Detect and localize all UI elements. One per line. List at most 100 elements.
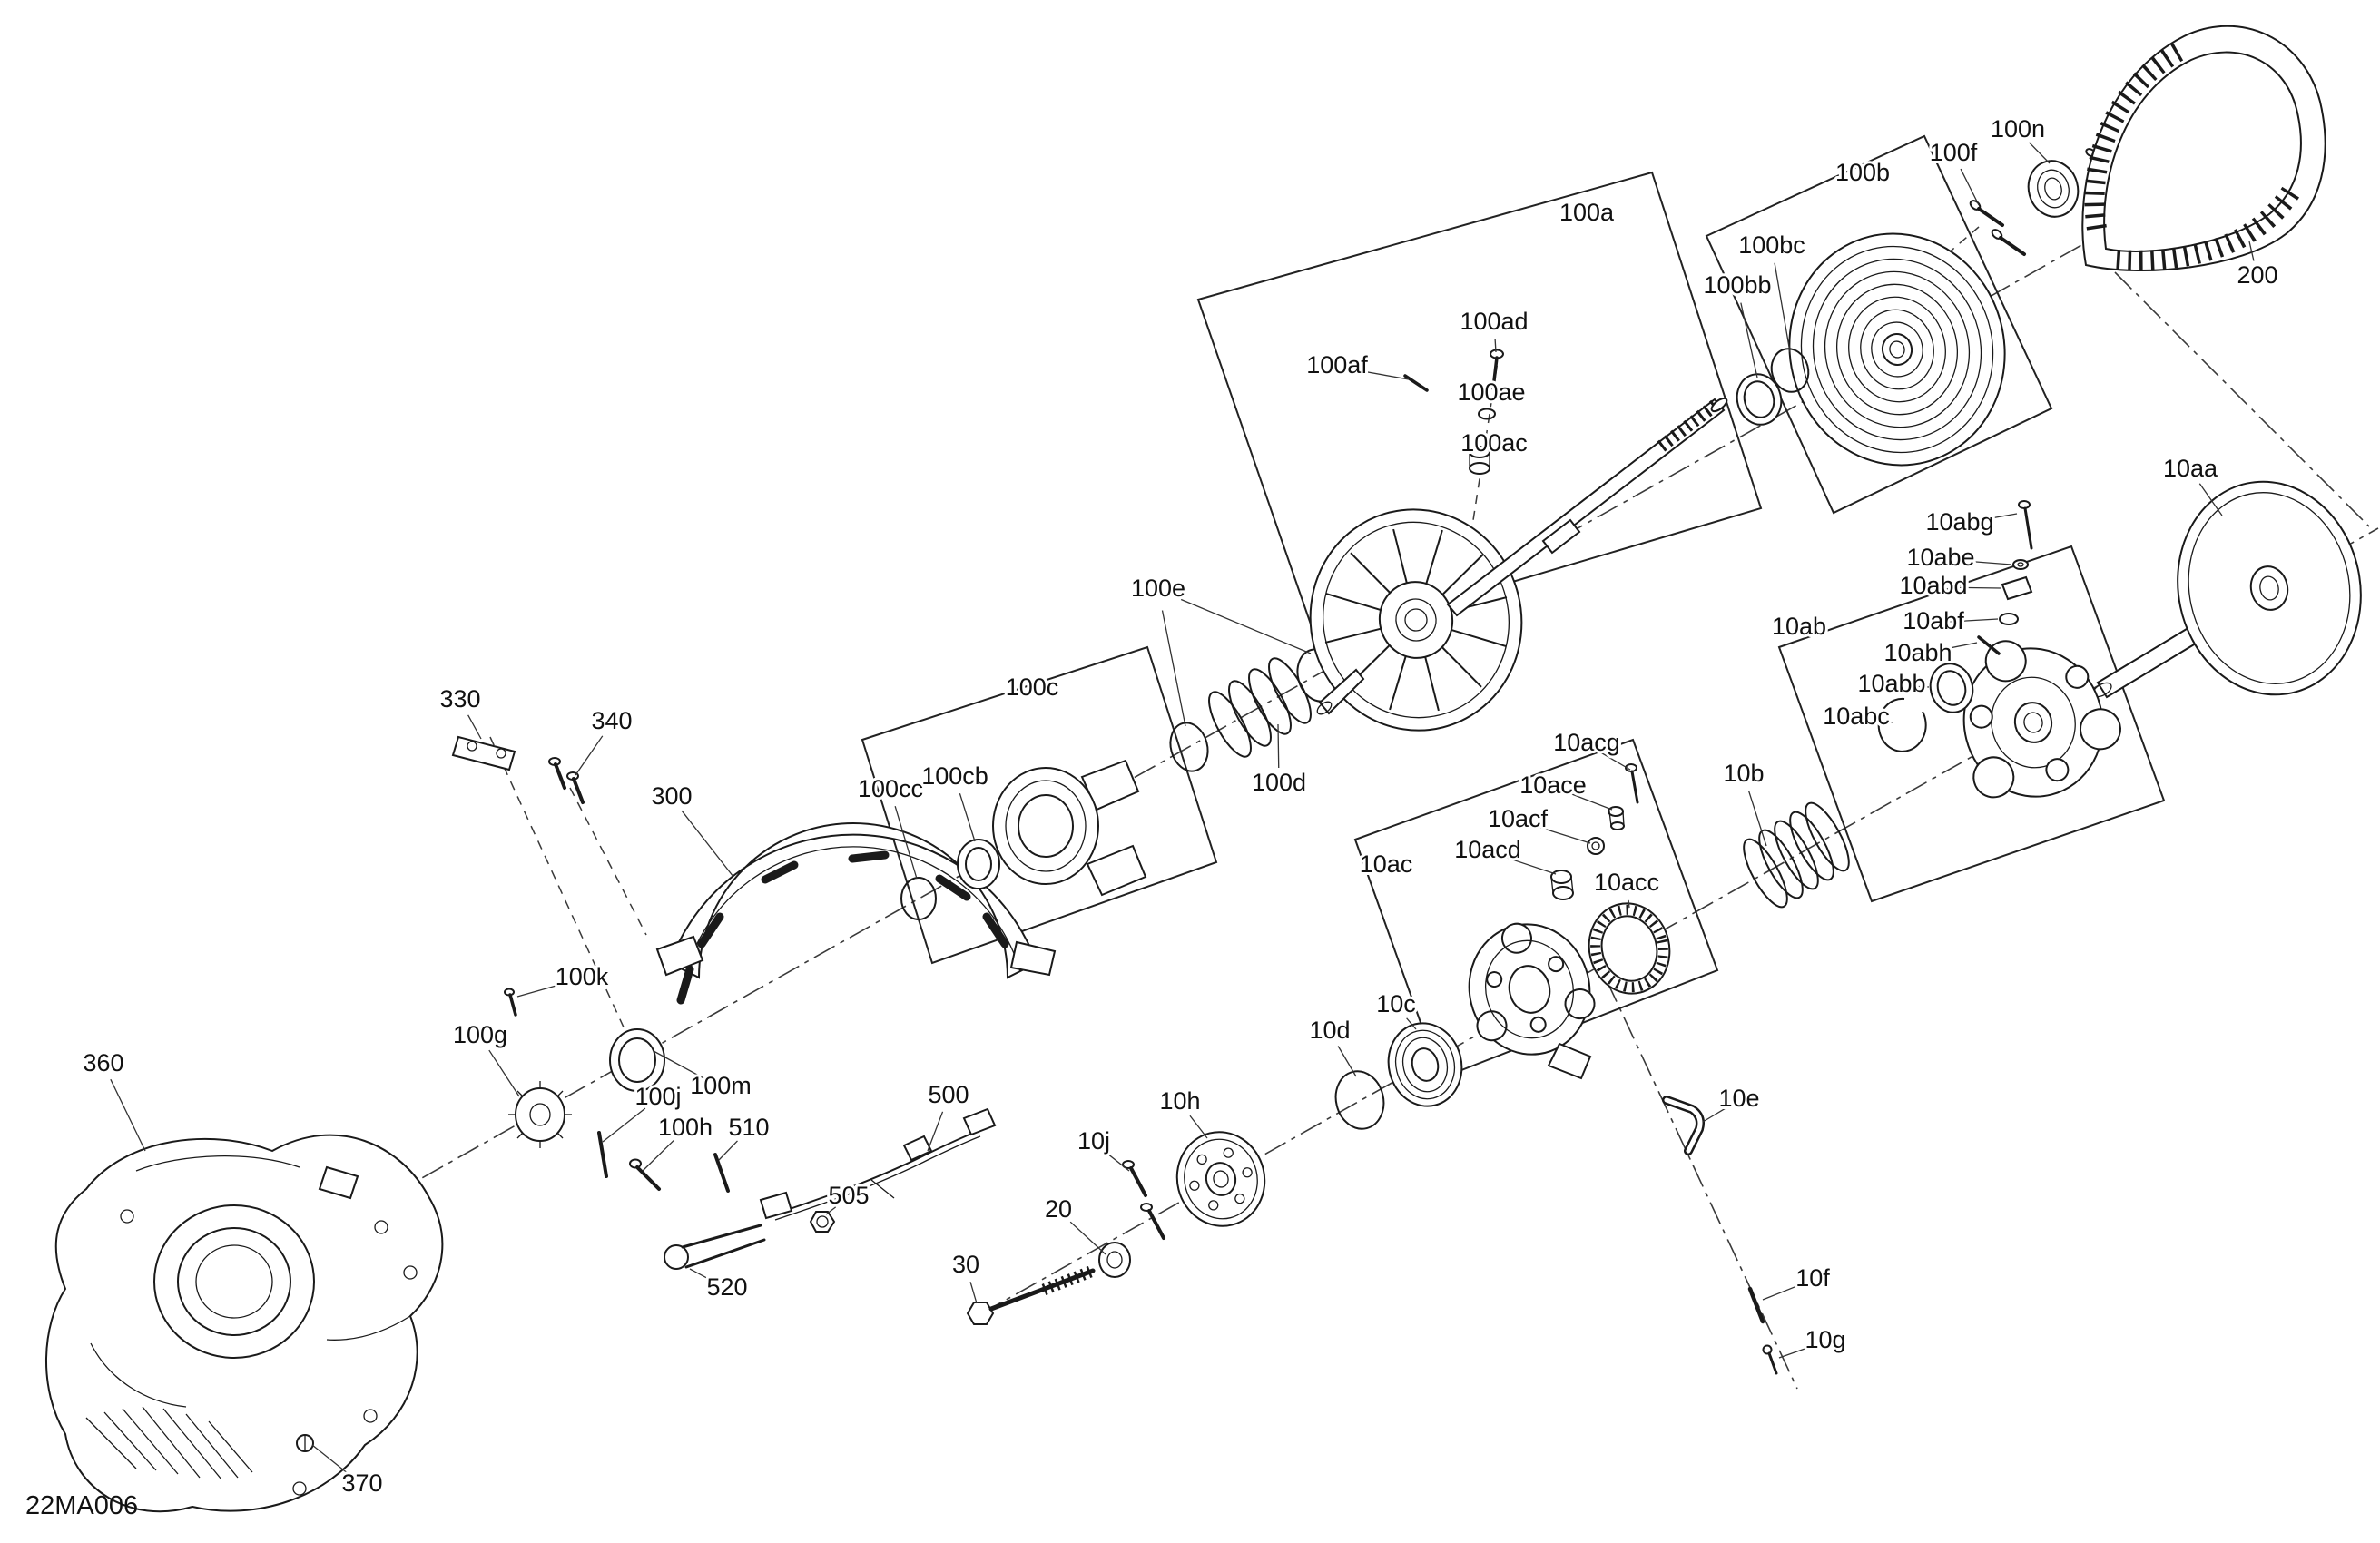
- leader-line-330: [467, 714, 482, 740]
- plug-10acd: [1550, 870, 1574, 900]
- leader-line-100k: [516, 982, 566, 998]
- callout-100ac: 100ac: [1460, 429, 1528, 457]
- callout-505: 505: [828, 1182, 869, 1209]
- sleeve-10ace: [1608, 806, 1625, 830]
- callout-10g: 10g: [1805, 1326, 1845, 1353]
- screws-340: [548, 757, 585, 804]
- drive-pulley-100a: [1309, 397, 1728, 732]
- leader-line-10acf: [1532, 824, 1591, 844]
- bolt-10acg: [1625, 763, 1639, 804]
- callout-20: 20: [1045, 1195, 1072, 1223]
- callout-360: 360: [83, 1049, 123, 1076]
- callout-10acd: 10acd: [1454, 836, 1521, 863]
- callout-100m: 100m: [690, 1072, 752, 1099]
- diagram-code: 22MA006: [25, 1491, 138, 1520]
- leader-line-10abe: [1956, 559, 2012, 565]
- sheave-10aa: [2092, 480, 2362, 699]
- washer-20: [1098, 1242, 1131, 1278]
- leader-line-10b: [1747, 790, 1767, 847]
- group-box-10ab: [1777, 545, 2166, 903]
- callout-10h: 10h: [1159, 1087, 1200, 1115]
- callout-10d: 10d: [1309, 1017, 1350, 1044]
- pin-10f: [1747, 1286, 1765, 1324]
- clip-10e: [1662, 1096, 1705, 1155]
- callout-510: 510: [728, 1114, 769, 1141]
- leader-line-510: [718, 1140, 738, 1161]
- leader-line-10acd: [1502, 856, 1557, 875]
- callout-10abe: 10abe: [1906, 544, 1974, 571]
- callout-340: 340: [591, 707, 632, 734]
- pin-100j: [597, 1131, 608, 1178]
- leader-line-100bc: [1774, 262, 1791, 353]
- block-10abd: [2001, 575, 2033, 601]
- group-box-10ac: [1353, 738, 1719, 1080]
- bolt-30: [966, 1264, 1096, 1325]
- callout-100n: 100n: [1991, 115, 2045, 143]
- callout-100bc: 100bc: [1738, 231, 1805, 259]
- callout-10abg: 10abg: [1925, 508, 1993, 536]
- callout-100cc: 100cc: [858, 775, 923, 802]
- callout-100c: 100c: [1006, 673, 1059, 701]
- ring-100bb: [1736, 373, 1783, 426]
- callout-100b: 100b: [1835, 159, 1890, 186]
- callout-100f: 100f: [1930, 139, 1978, 166]
- snap-ring-100cc: [900, 877, 937, 920]
- screw-100k: [504, 988, 517, 1017]
- bracket-330: [451, 735, 516, 772]
- callout-300: 300: [651, 782, 692, 810]
- callout-10b: 10b: [1723, 760, 1764, 787]
- leader-line-100g: [488, 1049, 520, 1097]
- callout-330: 330: [439, 685, 480, 713]
- leader-line-100n: [2029, 142, 2051, 164]
- snap-ring-10abc: [1877, 697, 1927, 752]
- leader-line-10aa: [2198, 483, 2223, 516]
- callout-10acf: 10acf: [1488, 805, 1549, 832]
- spring-10b: [1743, 801, 1850, 909]
- bolts-10j: [1122, 1160, 1165, 1240]
- group-box-100b: [1705, 134, 2053, 515]
- callout-10acc: 10acc: [1594, 869, 1659, 896]
- harness-500: [759, 1107, 997, 1221]
- callout-100af: 100af: [1306, 351, 1368, 378]
- leader-line-500: [927, 1111, 944, 1152]
- callout-100a: 100a: [1559, 199, 1615, 226]
- housing-hatching: [85, 1406, 253, 1480]
- leader-lines: [110, 142, 2255, 1476]
- bushing-10abb: [1929, 663, 1974, 713]
- leader-line-10abh: [1933, 642, 1978, 653]
- leader-line-100j: [602, 1107, 646, 1143]
- coupler-100c-part: [992, 759, 1147, 897]
- cap-10acf: [1587, 837, 1605, 855]
- callout-100e: 100e: [1131, 575, 1185, 602]
- leader-line-100f: [1960, 168, 1980, 206]
- plug-370: [296, 1434, 314, 1452]
- callout-500: 500: [928, 1081, 969, 1108]
- callout-100ae: 100ae: [1457, 378, 1525, 406]
- leader-line-100af: [1352, 369, 1410, 380]
- leader-line-10f: [1762, 1285, 1798, 1301]
- callout-10j: 10j: [1077, 1127, 1110, 1155]
- callout-10ab: 10ab: [1772, 613, 1826, 640]
- leader-line-300: [681, 810, 734, 878]
- main-shaft: [1446, 398, 1726, 617]
- leader-line-340: [575, 735, 604, 776]
- pin-510: [713, 1153, 730, 1193]
- guard-slots: [676, 850, 1009, 1005]
- callout-200: 200: [2237, 261, 2277, 289]
- governor-cup-10ac: [1468, 922, 1596, 1080]
- bolt-10abg: [2018, 500, 2033, 550]
- belt-200: [2081, 25, 2326, 271]
- spring-washers-100d: [1208, 657, 1312, 758]
- washer-100m: [609, 1028, 665, 1092]
- callout-30: 30: [952, 1251, 979, 1278]
- cotter-pin-520: [664, 1224, 766, 1270]
- callout-10e: 10e: [1718, 1085, 1759, 1112]
- bolt-100ad: [1490, 349, 1504, 390]
- washer-100ae: [1478, 408, 1496, 420]
- leader-line-100d: [1277, 723, 1280, 769]
- leader-line-10abb: [1907, 685, 1930, 688]
- callout-100d: 100d: [1252, 769, 1306, 796]
- callout-100bb: 100bb: [1703, 271, 1771, 299]
- leader-line-100ac: [1482, 447, 1485, 450]
- leader-line-505: [825, 1206, 837, 1215]
